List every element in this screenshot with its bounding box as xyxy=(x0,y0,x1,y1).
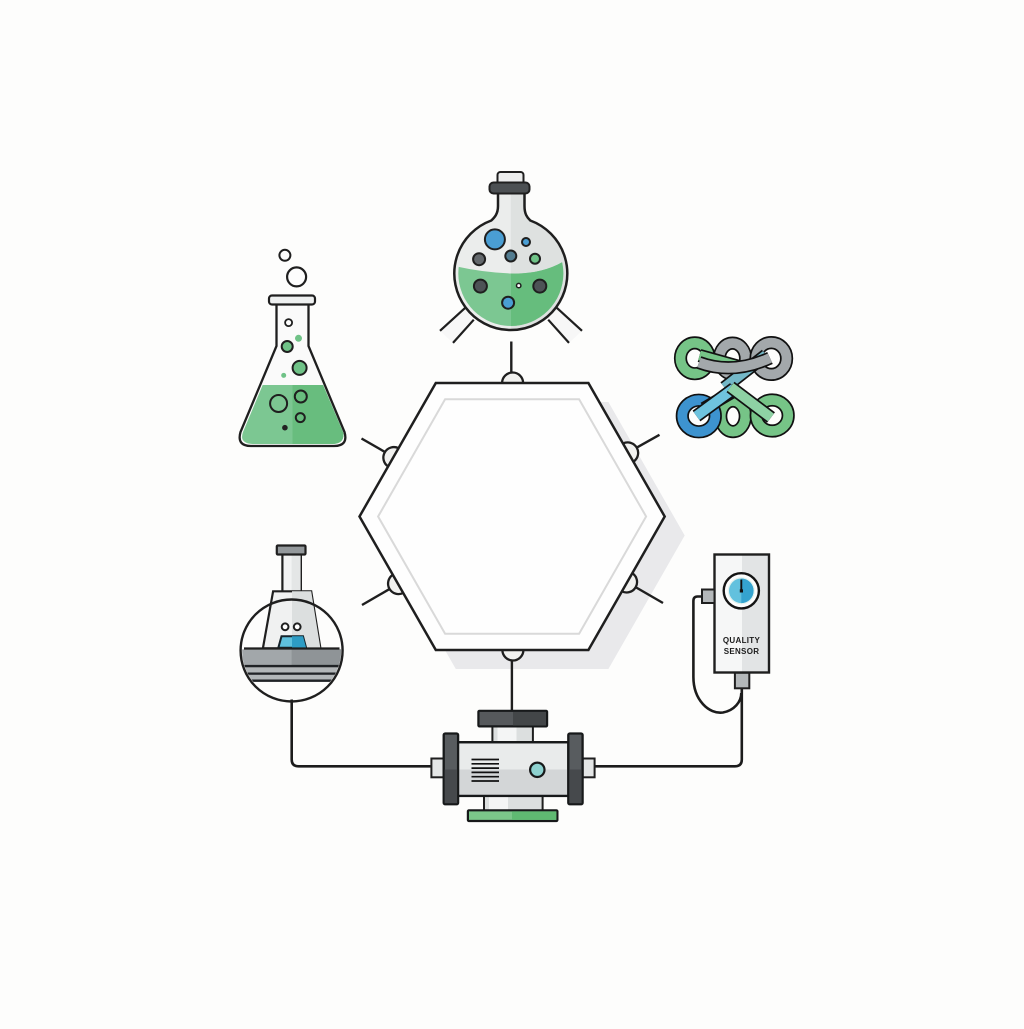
svg-text:QUALITY: QUALITY xyxy=(723,636,761,645)
svg-text:SENSOR: SENSOR xyxy=(724,647,760,656)
